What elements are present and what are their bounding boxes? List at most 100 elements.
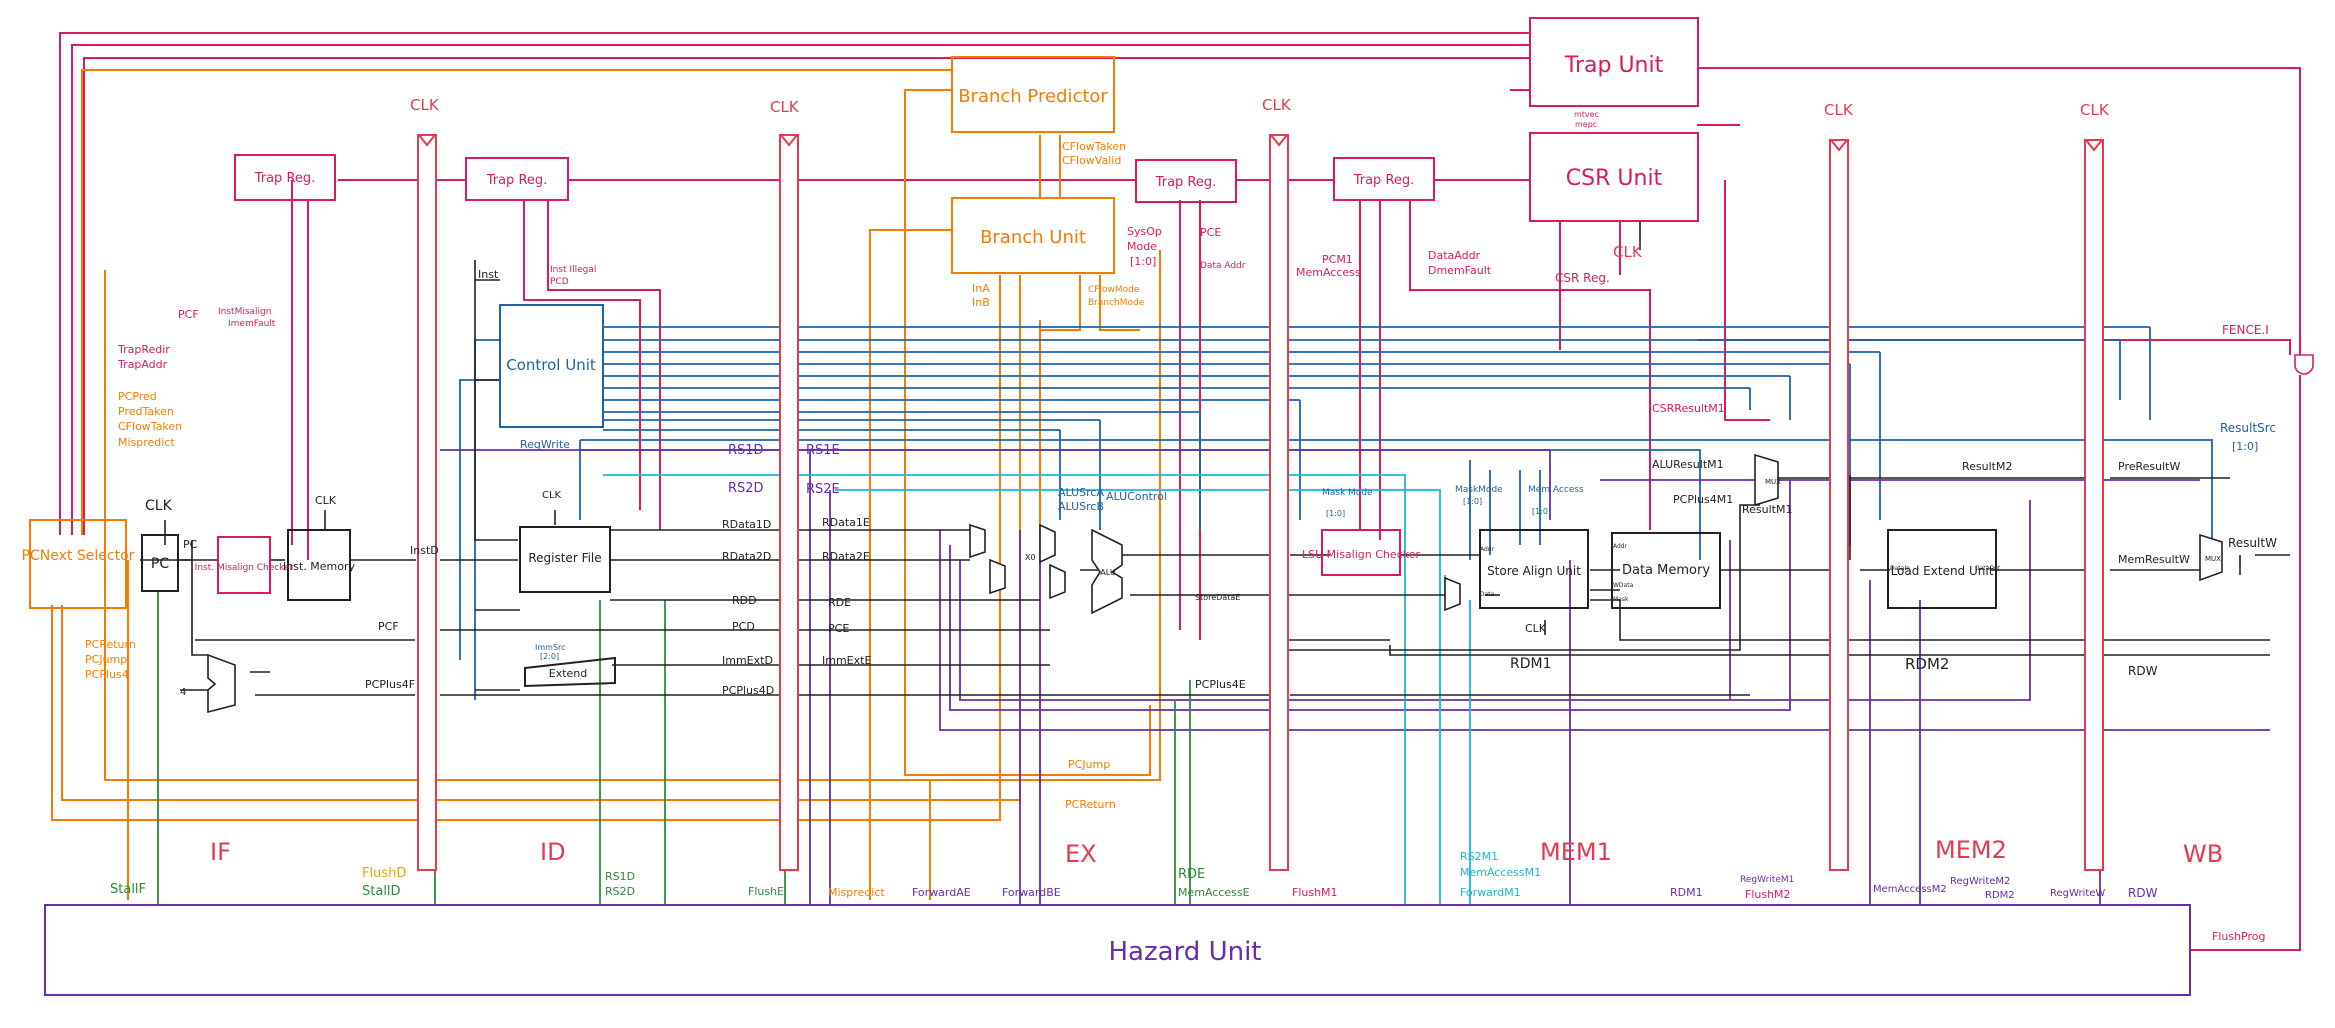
- trap-reg-id-label: Trap Reg.: [486, 173, 548, 188]
- mask-label: Mask: [1613, 596, 1629, 603]
- stage-mem1: MEM1: [1540, 838, 1612, 866]
- rdata1d-label: RData1D: [722, 518, 771, 531]
- alusrc-a-mux: [1039, 523, 1056, 564]
- control-unit-label: Control Unit: [506, 356, 596, 374]
- ex-mem1-pipeline-register: [1269, 134, 1289, 871]
- branch-unit-box: [951, 197, 1115, 274]
- pcplus4e-label: PCPlus4E: [1195, 678, 1246, 691]
- sysop-mode-label: Mode: [1127, 240, 1157, 253]
- pcreturn-label: PCReturn: [85, 638, 136, 651]
- pcnext-selector-box: [29, 519, 127, 609]
- fencei-label: FENCE.I: [2222, 323, 2269, 337]
- clk-label-pc: CLK: [145, 498, 173, 514]
- result-w-mux: [2199, 533, 2223, 582]
- trap-reg-ex-box: [1135, 159, 1237, 203]
- hz-regwritew: RegWriteW: [2050, 888, 2105, 899]
- hz-memaccesse: MemAccessE: [1178, 886, 1250, 899]
- csrresultm1-label: CSRResultM1: [1652, 402, 1725, 415]
- pcd-pink-label: PCD: [550, 277, 569, 287]
- extend-unit-box: [524, 656, 616, 688]
- clk-label-mem2-wb: CLK: [2080, 101, 2110, 119]
- mispredict-label: Mispredict: [118, 436, 175, 449]
- regwrite-label: RegWrite: [520, 438, 570, 451]
- pcreturn-e-label: PCReturn: [1065, 798, 1116, 811]
- trap-unit-box: [1529, 17, 1699, 107]
- pcm1-label: PCM1: [1322, 253, 1353, 266]
- wires-orange: [51, 69, 1161, 900]
- rdata2e-label: RData2E: [822, 550, 870, 563]
- pcjump-label: PCJump: [85, 653, 127, 666]
- cflowtaken-bp-label: CFlowTaken: [1062, 140, 1126, 153]
- data-memory-box: [1611, 532, 1721, 609]
- store-align-unit-box: [1479, 529, 1589, 609]
- hz-flushm1: FlushM1: [1292, 886, 1338, 899]
- inst-memory-box: [287, 529, 351, 601]
- data-label: Data: [1480, 591, 1495, 598]
- pcpred-label: PCPred: [118, 390, 157, 403]
- rdata1e-label: RData1E: [822, 516, 870, 529]
- mem2-wb-pipeline-register: [2084, 139, 2104, 871]
- trap-reg-id-box: [465, 157, 569, 201]
- cflowmode-label: CFlowMode: [1088, 285, 1140, 295]
- branchmode-label: BranchMode: [1088, 298, 1145, 308]
- clk-label-csr: CLK: [1613, 243, 1643, 261]
- fence-i-gate: [2294, 354, 2314, 375]
- hz-stallf: StallF: [110, 882, 146, 897]
- store-align-unit-label: Store Align Unit: [1487, 564, 1581, 578]
- datain-label: DataIn: [1890, 565, 1910, 572]
- clk-label-inst-memory: CLK: [315, 494, 337, 507]
- hz-flushe: FlushE: [748, 885, 784, 898]
- pc-register-box: [141, 534, 179, 592]
- clk-label-id-ex: CLK: [770, 98, 800, 116]
- csr-unit-label: CSR Unit: [1566, 166, 1663, 191]
- dataaddr-label: DataAddr: [1428, 249, 1481, 262]
- immsrc-width-label: [2:0]: [540, 652, 559, 661]
- hazard-unit-label: Hazard Unit: [1109, 937, 1262, 967]
- inst-label: Inst: [478, 268, 499, 281]
- hz-rs2d: RS2D: [605, 885, 635, 898]
- trap-reg-ex-label: Trap Reg.: [1155, 175, 1217, 190]
- inst-misalign-checker-label: Inst. Misalign Checker: [195, 563, 294, 573]
- wires-pink: [59, 32, 2301, 951]
- inst-misalign-checker-box: [217, 536, 271, 594]
- inst-memory-label: Inst. Memory: [283, 560, 355, 573]
- pcplus4m1-label: PCPlus4M1: [1673, 493, 1733, 506]
- predtaken-label: PredTaken: [118, 405, 174, 418]
- clk-label-if-id: CLK: [410, 96, 440, 114]
- rdm2-label: RDM2: [1905, 655, 1949, 673]
- stage-wb: WB: [2183, 840, 2223, 868]
- hz-memaccessm2: MemAccessM2: [1873, 884, 1947, 895]
- pipeline-registers: [417, 134, 2104, 871]
- rs2e-label: RS2E: [806, 482, 840, 497]
- mtvec-label: mtvec: [1574, 110, 1599, 119]
- immsrc-label: ImmSrc: [535, 643, 566, 652]
- maskmode-a-width-label: [1:0]: [1326, 509, 1345, 518]
- pcjump-e-label: PCJump: [1068, 758, 1110, 771]
- stage-ex: EX: [1065, 840, 1097, 868]
- control-unit-box: [499, 304, 604, 428]
- trap-reg-mem-box: [1333, 157, 1435, 201]
- register-file-label: Register File: [528, 551, 601, 565]
- trap-reg-mem-label: Trap Reg.: [1353, 173, 1415, 188]
- addr-label: Addr: [1480, 546, 1495, 553]
- rs1e-label: RS1E: [806, 443, 840, 458]
- stage-id: ID: [540, 838, 566, 866]
- rs1d-label: RS1D: [728, 443, 764, 458]
- clk-label-ex-mem1: CLK: [1262, 96, 1292, 114]
- trapredir-label: TrapRedir: [117, 343, 170, 356]
- hz-rdw: RDW: [2128, 886, 2158, 900]
- hz-rdm1: RDM1: [1670, 886, 1703, 899]
- pce-label: PCE: [828, 622, 849, 635]
- trap-reg-if-label: Trap Reg.: [254, 171, 316, 186]
- trapaddr-label: TrapAddr: [117, 358, 168, 371]
- resultm2-label: ResultM2: [1962, 460, 2012, 473]
- immextd-label: ImmExtD: [722, 654, 773, 667]
- rs2d-label: RS2D: [728, 481, 764, 496]
- data-memory-label: Data Memory: [1622, 563, 1710, 578]
- storedatae-label: StoreDataE: [1195, 593, 1240, 602]
- stage-if: IF: [210, 838, 231, 866]
- load-extend-unit-box: [1887, 529, 1997, 609]
- sysop-width-label: [1:0]: [1130, 255, 1156, 268]
- hz-memaccessm1: MemAccessM1: [1460, 866, 1541, 879]
- aluresultm1-label: ALUResultM1: [1652, 458, 1724, 471]
